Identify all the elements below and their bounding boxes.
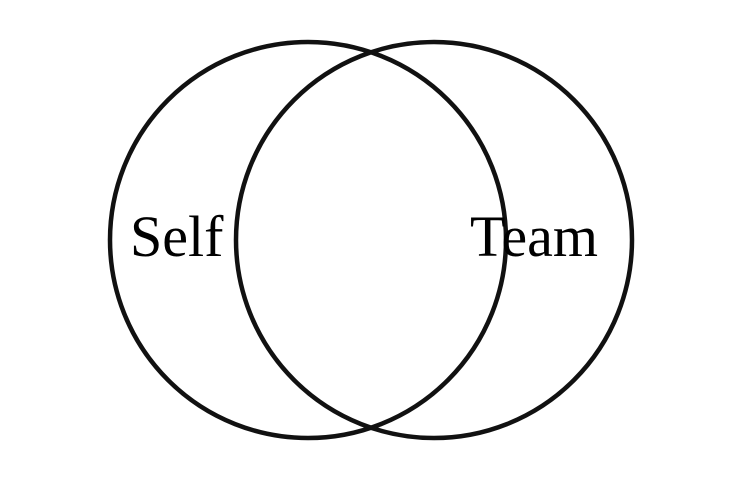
self-circle [107,39,509,441]
team-circle [233,39,635,441]
team-label: Team [470,204,598,269]
self-label: Self [130,204,224,269]
